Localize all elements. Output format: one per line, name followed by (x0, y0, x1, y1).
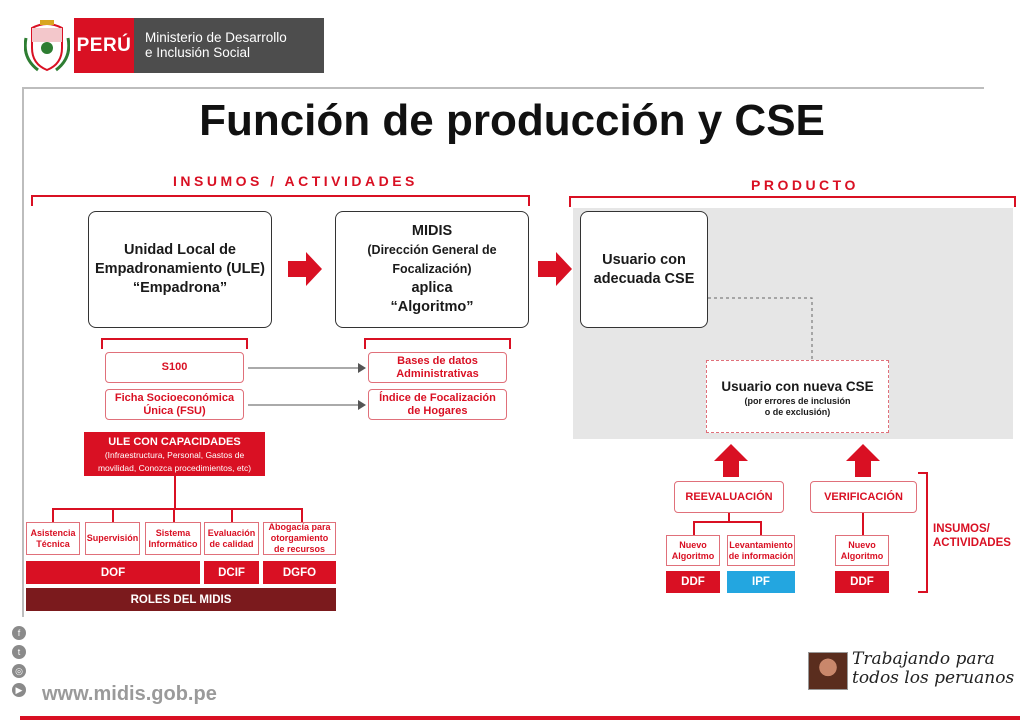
ule-box: Unidad Local de Empadronamiento (ULE) “E… (88, 211, 272, 328)
roles-midis-bar: ROLES DEL MIDIS (26, 588, 336, 611)
arrow-right-icon (288, 252, 322, 286)
bases-datos-pill: Bases de datos Administrativas (368, 352, 507, 383)
ipf-bar: IPF (727, 571, 795, 593)
midis-box: MIDIS (Dirección General de Focalización… (335, 211, 529, 328)
ministry-name: Ministerio de Desarrollo e Inclusión Soc… (134, 18, 324, 73)
page-title: Función de producción y CSE (199, 96, 825, 145)
tree-line (173, 508, 175, 522)
facebook-icon[interactable]: f (12, 626, 26, 640)
section-label-insumos: INSUMOS / ACTIVIDADES (173, 173, 418, 189)
ule-capacidades-box: ULE CON CAPACIDADES (Infraestructura, Pe… (84, 432, 265, 476)
dgfo-bar: DGFO (263, 561, 336, 584)
bracket-insumos-right (918, 472, 928, 593)
instagram-icon[interactable]: ◎ (12, 664, 26, 678)
tree-line (693, 521, 761, 523)
brand-peru: PERÚ (74, 18, 134, 73)
reevaluacion-box: REEVALUACIÓN (674, 481, 784, 513)
dcif-bar: DCIF (204, 561, 259, 584)
slogan: Trabajando para todos los peruanos (852, 649, 1015, 688)
input-arrows (248, 363, 366, 410)
tree-line (728, 513, 730, 522)
twitter-icon[interactable]: t (12, 645, 26, 659)
tree-line (693, 521, 695, 535)
bracket-ule-inputs (101, 338, 248, 349)
levantamiento-info-box: Levantamiento de información (727, 535, 795, 566)
arrow-up-icon (846, 444, 880, 477)
dashed-connector (708, 297, 813, 360)
ddf-bar: DDF (666, 571, 720, 593)
website-link[interactable]: www.midis.gob.pe (42, 683, 217, 705)
dof-bar: DOF (26, 561, 200, 584)
nuevo-algoritmo-2-box: Nuevo Algoritmo (835, 535, 889, 566)
tree-line (112, 508, 114, 522)
supervision-box: Supervisión (85, 522, 140, 555)
tree-line (174, 476, 176, 509)
frame-left-line (22, 87, 24, 617)
arrow-up-icon (714, 444, 748, 477)
nuevo-algoritmo-box: Nuevo Algoritmo (666, 535, 720, 566)
tree-line (862, 513, 864, 535)
evaluacion-calidad-box: Evaluación de calidad (204, 522, 259, 555)
social-icons: f t ◎ ▶ (12, 626, 32, 702)
tree-line (231, 508, 233, 522)
portrait-image (808, 652, 848, 690)
verificacion-box: VERIFICACIÓN (810, 481, 917, 513)
asistencia-tecnica-box: Asistencia Técnica (26, 522, 80, 555)
sistema-informatico-box: Sistema Informático (145, 522, 201, 555)
frame-top-line (22, 87, 984, 89)
arrow-right-icon (538, 252, 572, 286)
peru-coat-of-arms-icon (24, 20, 70, 72)
ddf-bar-2: DDF (835, 571, 889, 593)
tree-line (760, 521, 762, 535)
section-label-producto: PRODUCTO (751, 177, 859, 193)
ministry-brand: PERÚ Ministerio de Desarrollo e Inclusió… (74, 18, 324, 73)
usuario-nueva-cse-box: Usuario con nueva CSE (por errores de in… (706, 360, 889, 433)
fsu-pill: Ficha Socioeconómica Única (FSU) (105, 389, 244, 420)
tree-line (52, 508, 302, 510)
bracket-midis-inputs (364, 338, 511, 349)
indice-focalizacion-pill: Índice de Focalización de Hogares (368, 389, 507, 420)
tree-line (52, 508, 54, 522)
youtube-icon[interactable]: ▶ (12, 683, 26, 697)
usuario-adecuada-box: Usuario con adecuada CSE (580, 211, 708, 328)
footer-red-line (20, 716, 1020, 720)
abogacia-box: Abogacía para otorgamiento de recursos (263, 522, 336, 555)
s100-pill: S100 (105, 352, 244, 383)
bracket-producto (569, 196, 1016, 207)
insumos-actividades-label: INSUMOS/ ACTIVIDADES (933, 523, 1011, 549)
tree-line (301, 508, 303, 522)
bracket-insumos (31, 195, 530, 206)
